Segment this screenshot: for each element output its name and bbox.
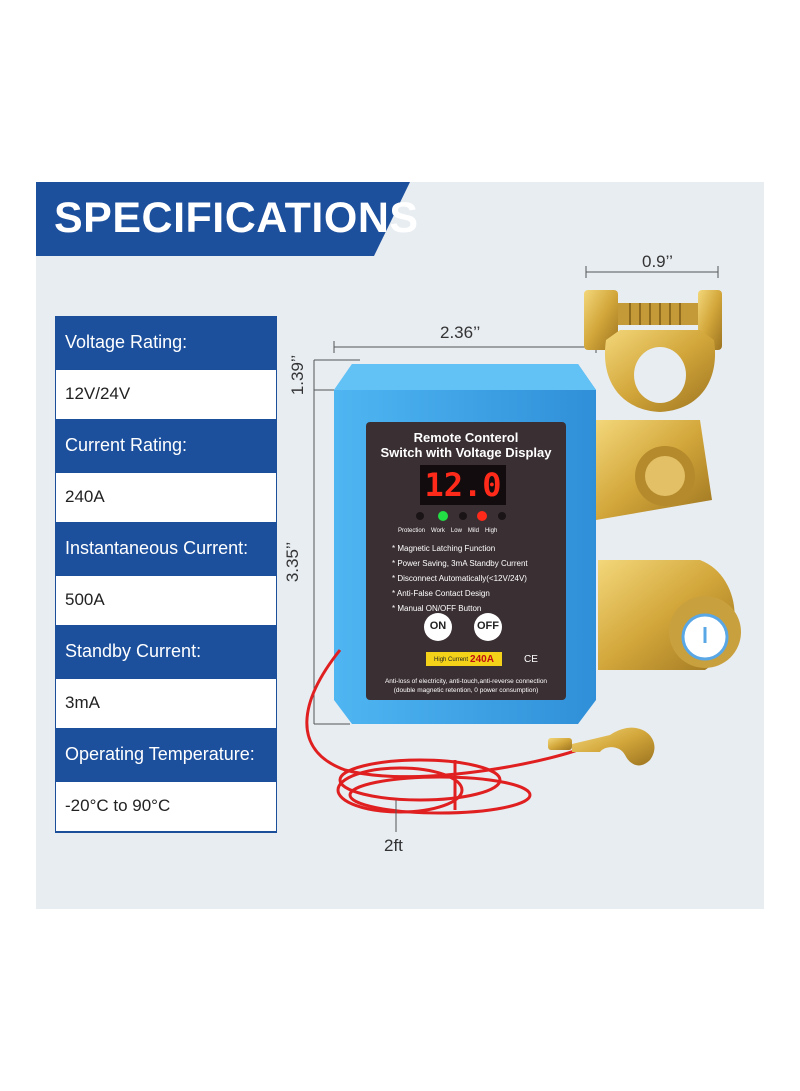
indicator-labels: Protection Work Low Mild High bbox=[398, 528, 518, 534]
badge-label: High Current bbox=[434, 656, 469, 663]
device-title-line2: Switch with Voltage Display bbox=[380, 445, 552, 460]
indicator-label-work: Work bbox=[431, 528, 445, 534]
banner-shape bbox=[36, 182, 410, 256]
badge-value: 240A bbox=[470, 654, 494, 665]
spec-label-instantaneous: Instantaneous Current: bbox=[56, 523, 276, 575]
off-button[interactable]: OFF bbox=[477, 620, 499, 632]
spec-value-voltage: 12V/24V bbox=[56, 368, 276, 420]
device-footer-line1: Anti-loss of electricity, anti-touch,ant… bbox=[384, 678, 548, 685]
banner-title: SPECIFICATIONS bbox=[54, 194, 419, 242]
spec-value-current: 240A bbox=[56, 471, 276, 523]
spec-value-standby: 3mA bbox=[56, 677, 276, 729]
spec-value-instantaneous: 500A bbox=[56, 574, 276, 626]
spec-label-current: Current Rating: bbox=[56, 420, 276, 472]
device-footer-line2: (double magnetic retention, 0 power cons… bbox=[393, 687, 539, 694]
feature-item: * Manual ON/OFF Button bbox=[392, 604, 482, 613]
indicator-label-low: Low bbox=[450, 528, 462, 534]
device-body bbox=[334, 364, 596, 724]
dim-terminal-width: 0.9’’ bbox=[642, 252, 673, 271]
dim-cable-length: 2ft bbox=[384, 836, 403, 855]
spec-label-voltage: Voltage Rating: bbox=[56, 317, 276, 369]
specifications-banner: SPECIFICATIONS bbox=[36, 182, 418, 256]
on-button[interactable]: ON bbox=[429, 620, 447, 632]
device-buttons bbox=[424, 613, 502, 666]
feature-item: * Magnetic Latching Function bbox=[392, 544, 496, 553]
red-cable bbox=[305, 649, 591, 815]
current-badge: High Current 240A bbox=[426, 653, 502, 666]
feature-item: * Disconnect Automatically(<12V/24V) bbox=[392, 574, 527, 583]
dimension-lines bbox=[313, 266, 719, 725]
battery-terminal-clamp bbox=[584, 290, 741, 670]
ring-terminal bbox=[548, 727, 655, 766]
feature-item: * Anti-False Contact Design bbox=[392, 589, 490, 598]
spec-value-temperature: -20°C to 90°C bbox=[56, 780, 276, 832]
spec-table: Voltage Rating: 12V/24V Current Rating: … bbox=[55, 316, 277, 833]
indicator-label-high: High bbox=[484, 528, 498, 534]
feature-item: * Power Saving, 3mA Standby Current bbox=[392, 559, 528, 568]
indicator-lights bbox=[416, 511, 506, 521]
led-display-value: 12.0 bbox=[424, 466, 502, 504]
ce-mark: CE bbox=[524, 654, 538, 665]
spec-label-temperature: Operating Temperature: bbox=[56, 729, 276, 781]
indicator-label-protection: Protection bbox=[398, 528, 426, 534]
led-display bbox=[420, 465, 506, 505]
dim-box-width: 2.36’’ bbox=[440, 323, 481, 342]
indicator-label-mild: Mild bbox=[467, 528, 479, 534]
feature-list: * Magnetic Latching Function * Power Sav… bbox=[392, 541, 564, 616]
spec-label-standby: Standby Current: bbox=[56, 626, 276, 678]
dim-box-height: 3.35’’ bbox=[283, 541, 303, 583]
dim-top-height: 1.39’’ bbox=[288, 354, 308, 396]
device-title-line1: Remote Conterol bbox=[413, 430, 519, 445]
